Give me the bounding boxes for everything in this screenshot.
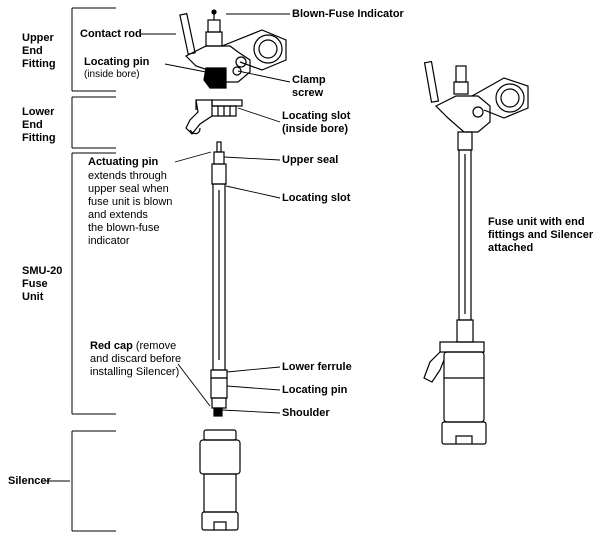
lower-end-fitting-drawing xyxy=(185,99,243,135)
callout-actuating-pin-desc-3: fuse unit is blown xyxy=(88,196,173,208)
upper-end-fitting-drawing xyxy=(179,9,287,89)
caption-assembled-3: attached xyxy=(488,242,534,254)
callout-red-cap-1: Red cap (remove xyxy=(90,340,176,352)
label-upper-end-fitting-2: End xyxy=(22,45,43,57)
callout-blown-fuse-indicator: Blown-Fuse Indicator xyxy=(292,8,404,20)
callout-red-cap-desc-1: (remove xyxy=(132,340,177,352)
label-fuse-unit-2: Fuse xyxy=(22,278,48,290)
callout-red-cap-desc-3: installing Silencer) xyxy=(90,366,180,378)
callout-shoulder: Shoulder xyxy=(282,407,330,419)
label-fuse-unit-1: SMU-20 xyxy=(22,265,63,277)
callout-actuating-pin: Actuating pin xyxy=(88,156,159,168)
callout-locating-slot-bore-1: Locating slot xyxy=(282,110,351,122)
label-lower-end-fitting-1: Lower xyxy=(22,106,55,118)
silencer-drawing xyxy=(199,429,241,531)
callout-locating-slot-bore-2: (inside bore) xyxy=(282,123,349,135)
callout-red-cap-bold: Red cap xyxy=(90,340,133,352)
callout-actuating-pin-desc-4: and extends xyxy=(88,209,148,221)
callout-lower-ferrule: Lower ferrule xyxy=(282,361,352,373)
caption-assembled-1: Fuse unit with end xyxy=(488,216,585,228)
callout-actuating-pin-desc-2: upper seal when xyxy=(88,183,169,195)
callout-contact-rod: Contact rod xyxy=(80,28,142,40)
callout-locating-pin-lower: Locating pin xyxy=(282,384,348,396)
callout-clamp-screw-2: screw xyxy=(292,87,324,99)
callout-clamp-screw-1: Clamp xyxy=(292,74,326,86)
callout-locating-slot: Locating slot xyxy=(282,192,351,204)
caption-assembled-2: fittings and Silencer xyxy=(488,229,594,241)
label-lower-end-fitting-3: Fitting xyxy=(22,132,56,144)
callout-upper-seal: Upper seal xyxy=(282,154,339,166)
bracket-fuse-unit xyxy=(71,152,116,415)
callout-red-cap-desc-2: and discard before xyxy=(90,353,182,365)
callout-locating-pin-upper: Locating pin xyxy=(84,56,150,68)
label-silencer: Silencer xyxy=(8,475,51,487)
leader-lines xyxy=(44,13,291,482)
bracket-lower-end-fitting xyxy=(71,96,116,149)
bracket-upper-end-fitting xyxy=(71,7,116,92)
label-fuse-unit-3: Unit xyxy=(22,291,44,303)
label-upper-end-fitting-1: Upper xyxy=(22,32,54,44)
callout-actuating-pin-desc-1: extends through xyxy=(88,170,167,182)
bracket-silencer xyxy=(71,430,116,532)
label-lower-end-fitting-2: End xyxy=(22,119,43,131)
callout-actuating-pin-desc-5: the blown-fuse xyxy=(88,222,160,234)
label-upper-end-fitting-3: Fitting xyxy=(22,58,56,70)
callout-actuating-pin-desc-6: indicator xyxy=(88,235,130,247)
assembled-fuse-drawing xyxy=(423,60,529,445)
callout-locating-pin-upper-sub: (inside bore) xyxy=(84,69,140,80)
fuse-unit-drawing xyxy=(210,141,228,417)
